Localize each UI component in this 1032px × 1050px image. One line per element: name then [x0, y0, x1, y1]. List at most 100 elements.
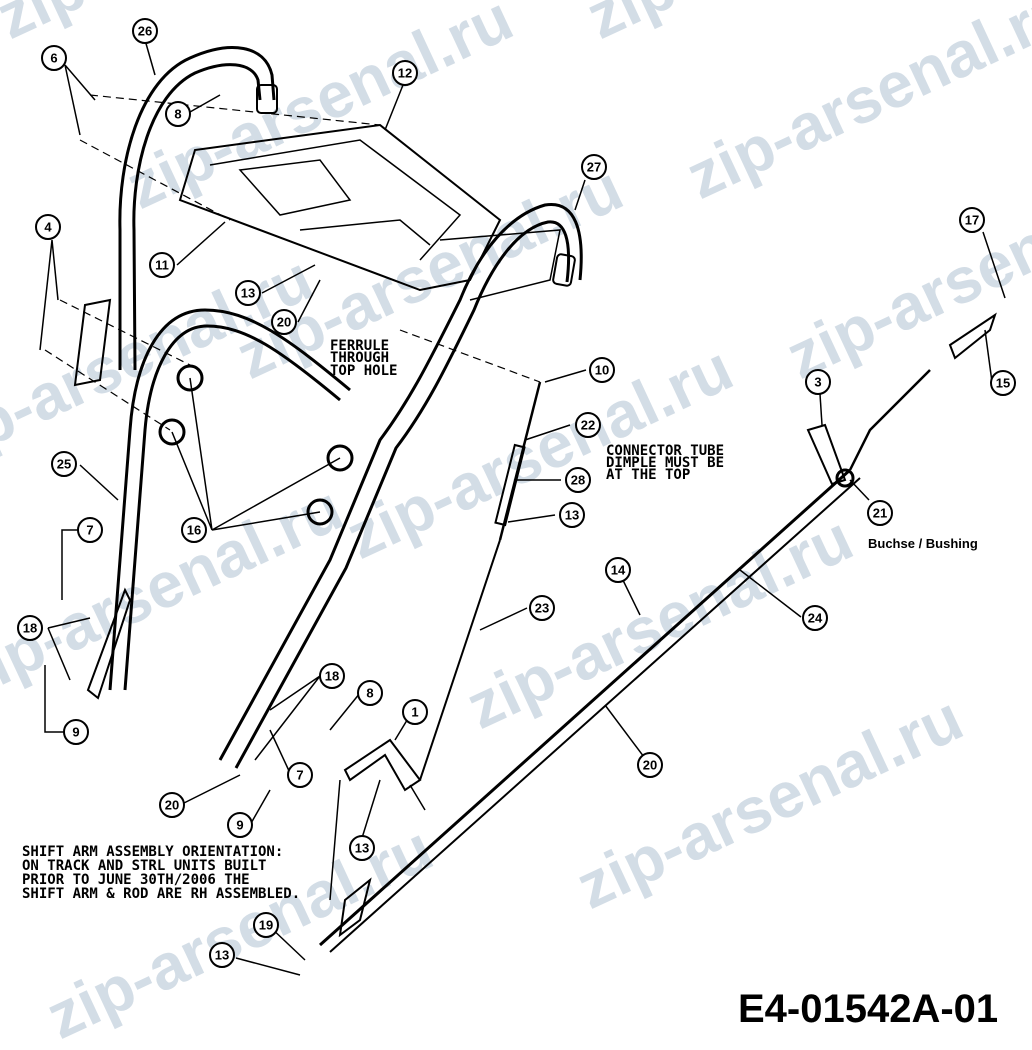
- watermark: zip-arsenal.ru: [455, 502, 863, 743]
- part-number-label: 14: [611, 563, 626, 578]
- diagram-code: E4-01542A-01: [738, 987, 998, 1031]
- part-number-label: 26: [138, 24, 152, 39]
- part-number-p20c: 20: [159, 792, 185, 818]
- bushing-label: Buchse / Bushing: [868, 536, 978, 551]
- part-number-label: 27: [587, 160, 601, 175]
- part-number-p21: 21: [867, 500, 893, 526]
- part-number-circle: [235, 280, 261, 306]
- part-number-label: 9: [72, 725, 79, 740]
- part-number-p19: 19: [253, 912, 279, 938]
- part-number-circle: [159, 792, 185, 818]
- watermark: zip-arsenal.ru: [565, 682, 973, 923]
- leader-lines: [39, 39, 1006, 976]
- assembly-lines: [44, 94, 541, 431]
- shift-arm-note-line: ON TRACK AND STRL UNITS BUILT: [22, 858, 266, 874]
- upper-handle: [73, 46, 278, 387]
- part-number-p18a: 18: [17, 615, 43, 641]
- part-number-p3: 3: [805, 369, 831, 395]
- ferrule-note-line: THROUGH: [330, 350, 389, 366]
- part-number-p13b: 13: [559, 502, 585, 528]
- part-number-label: 7: [296, 768, 303, 783]
- part-number-p27: 27: [581, 154, 607, 180]
- part-number-circle: [349, 835, 375, 861]
- part-number-label: 18: [23, 621, 37, 636]
- watermark: zip-arsenal.ru: [675, 0, 1032, 213]
- part-number-circle: [51, 451, 77, 477]
- part-number-circle: [637, 752, 663, 778]
- part-number-label: 13: [355, 841, 369, 856]
- part-number-p25: 25: [51, 451, 77, 477]
- connector-note-line: AT THE TOP: [606, 467, 690, 483]
- part-number-label: 17: [965, 213, 979, 228]
- part-number-p12: 12: [392, 60, 418, 86]
- part-number-circle: [867, 500, 893, 526]
- part-number-label: 13: [241, 286, 255, 301]
- part-number-p20b: 20: [637, 752, 663, 778]
- part-number-label: 18: [325, 669, 339, 684]
- part-number-circle: [581, 154, 607, 180]
- part-number-p8a: 8: [165, 101, 191, 127]
- part-number-p7b: 7: [287, 762, 313, 788]
- part-number-circle: [805, 369, 831, 395]
- part-number-label: 3: [814, 375, 821, 390]
- knobs: [158, 364, 354, 526]
- ferrule-note-line: FERRULE: [330, 338, 389, 354]
- part-number-circle: [559, 502, 585, 528]
- part-number-label: 8: [174, 107, 181, 122]
- part-number-label: 19: [259, 918, 273, 933]
- shift-arm-note: SHIFT ARM ASSEMBLY ORIENTATION: ON TRACK…: [22, 844, 300, 902]
- part-number-circle: [402, 699, 428, 725]
- part-number-p13a: 13: [235, 280, 261, 306]
- part-number-circle: [209, 942, 235, 968]
- part-number-circle: [271, 309, 297, 335]
- shift-arm-note-line: SHIFT ARM ASSEMBLY ORIENTATION:: [22, 844, 283, 860]
- part-number-label: 16: [187, 523, 201, 538]
- part-number-p13d: 13: [209, 942, 235, 968]
- connector-note-line: CONNECTOR TUBE: [606, 443, 724, 459]
- part-number-label: 4: [44, 220, 52, 235]
- part-number-circle: [605, 557, 631, 583]
- right-handle: [218, 202, 583, 769]
- part-number-label: 7: [86, 523, 93, 538]
- watermark: zip-arsenal.ru: [0, 472, 353, 713]
- part-number-label: 20: [165, 798, 179, 813]
- part-number-p16: 16: [181, 517, 207, 543]
- part-number-p23: 23: [529, 595, 555, 621]
- part-number-p1: 1: [402, 699, 428, 725]
- part-number-p4: 4: [35, 214, 61, 240]
- part-number-label: 12: [398, 66, 412, 81]
- part-number-circle: [41, 45, 67, 71]
- part-number-circle: [253, 912, 279, 938]
- part-number-label: 11: [155, 258, 169, 273]
- ferrule-note: FERRULE THROUGH TOP HOLE: [330, 338, 397, 379]
- part-number-circle: [181, 517, 207, 543]
- shift-rod: [318, 312, 997, 953]
- part-number-label: 15: [996, 376, 1010, 391]
- part-number-p9b: 9: [227, 812, 253, 838]
- part-number-p13c: 13: [349, 835, 375, 861]
- part-number-circle: [575, 412, 601, 438]
- part-number-circle: [165, 101, 191, 127]
- part-number-label: 23: [535, 601, 549, 616]
- part-number-label: 20: [277, 315, 291, 330]
- watermark: zip-arsenal.ru: [775, 152, 1032, 393]
- part-number-p15: 15: [990, 370, 1016, 396]
- part-number-label: 20: [643, 758, 657, 773]
- shift-arm-note-line: PRIOR TO JUNE 30TH/2006 THE: [22, 872, 250, 888]
- part-number-label: 22: [581, 418, 595, 433]
- watermark: zip-arsenal.ru: [0, 0, 393, 53]
- part-number-label: 24: [808, 611, 823, 626]
- part-number-circle: [17, 615, 43, 641]
- part-number-label: 13: [215, 948, 229, 963]
- part-number-p9a: 9: [63, 719, 89, 745]
- part-number-p11: 11: [149, 252, 175, 278]
- part-number-p20a: 20: [271, 309, 297, 335]
- part-number-circle: [227, 812, 253, 838]
- part-number-label: 1: [411, 705, 418, 720]
- part-number-circle: [529, 595, 555, 621]
- part-number-label: 9: [236, 818, 243, 833]
- part-number-circle: [565, 467, 591, 493]
- part-number-label: 21: [873, 506, 887, 521]
- part-number-circle: [132, 18, 158, 44]
